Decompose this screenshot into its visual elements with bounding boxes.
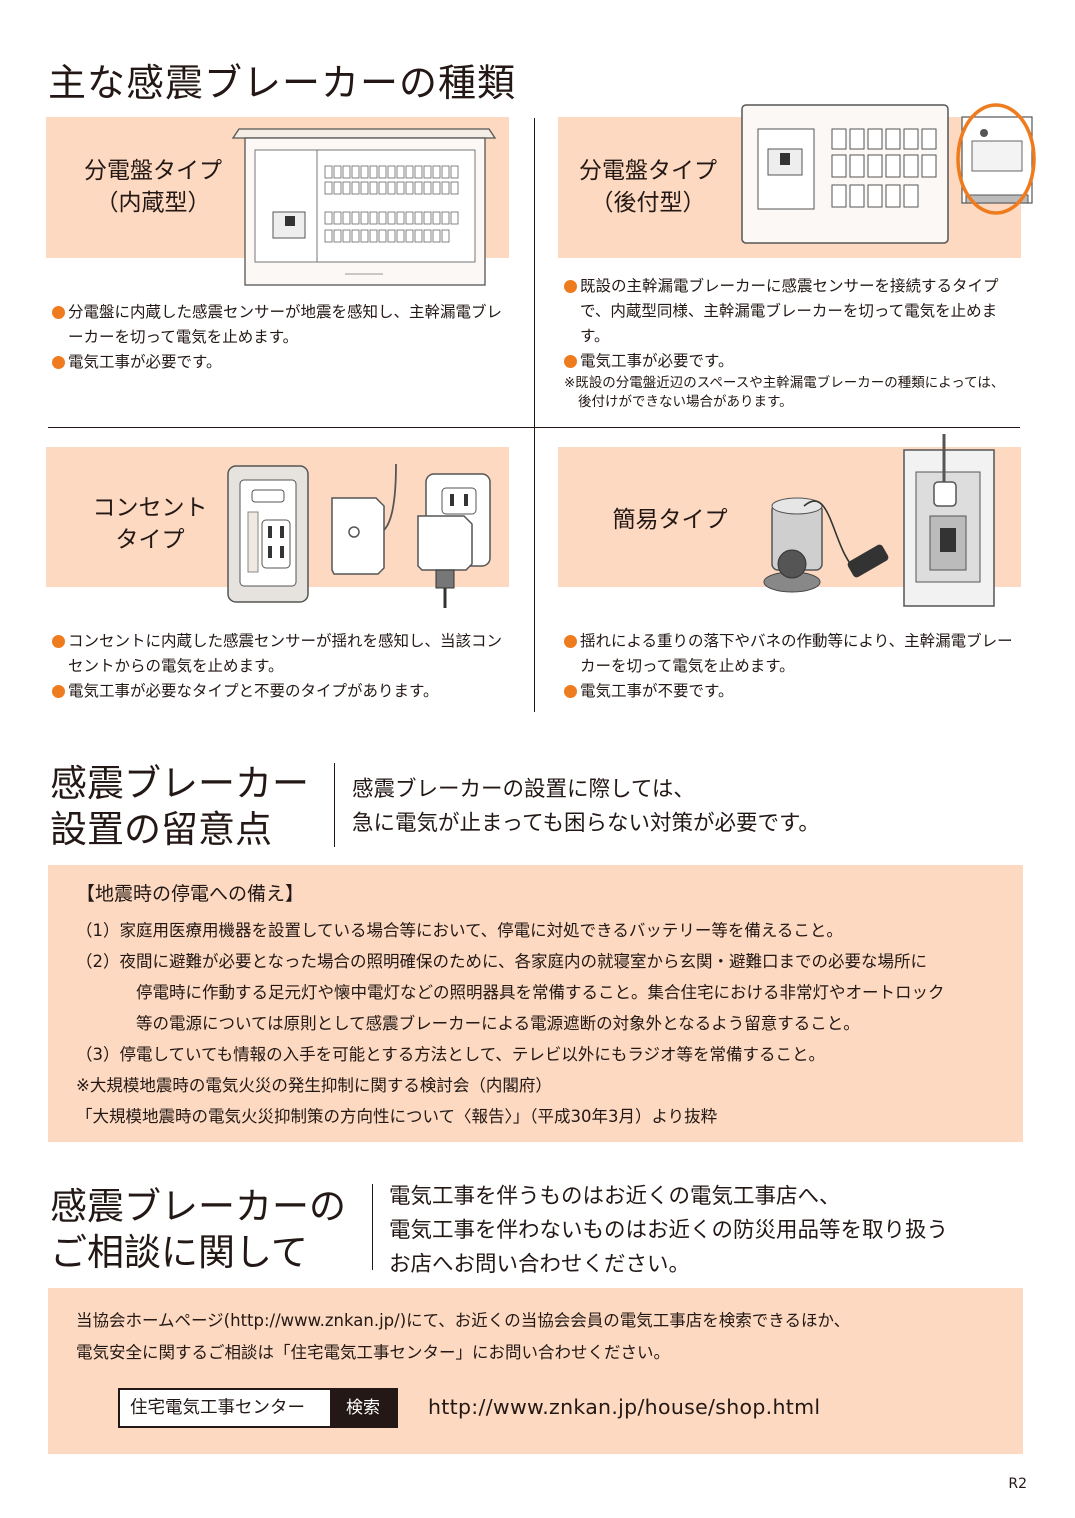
simple-weight-breaker-icon bbox=[763, 434, 995, 607]
section2-title-divider bbox=[334, 763, 335, 847]
outlet-sensor-icon bbox=[227, 463, 491, 608]
list-item: （2）夜間に避難が必要となった場合の照明確保のために、各家庭内の就寝室から玄関・… bbox=[76, 952, 928, 971]
search-button[interactable]: 検索 bbox=[330, 1390, 396, 1426]
source-note: ※大規模地震時の電気火災の発生抑制に関する検討会（内閣府） bbox=[76, 1076, 552, 1095]
type-outlet-label: コンセント タイプ bbox=[92, 495, 208, 553]
list-item: 停電時に作動する足元灯や懐中電灯などの照明器具を常備すること。集合住宅における非… bbox=[136, 983, 945, 1002]
grid-horizontal-divider bbox=[48, 427, 1020, 428]
distribution-board-retrofit-icon bbox=[741, 103, 1036, 244]
type-retrofit-label: 分電盤タイプ （後付型） bbox=[579, 158, 717, 216]
type-outlet-description: コンセントに内蔵した感震センサーが揺れを感知し、当該コンセントからの電気を止めま… bbox=[52, 629, 512, 704]
list-item: 揺れによる重りの落下やバネの作動等により、主幹漏電ブレーカーを切って電気を止めま… bbox=[564, 629, 1014, 679]
search-box[interactable]: 住宅電気工事センター 検索 bbox=[118, 1388, 398, 1428]
page-title: 主な感震ブレーカーの種類 bbox=[48, 61, 517, 105]
type-simple-description: 揺れによる重りの落下やバネの作動等により、主幹漏電ブレーカーを切って電気を止めま… bbox=[564, 629, 1014, 704]
consultation-subtitle: 電気工事を伴うものはお近くの電気工事店へ、 電気工事を伴わないものはお近くの防災… bbox=[389, 1184, 949, 1277]
list-item: （3）停電していても情報の入手を可能とする方法として、テレビ以外にもラジオ等を常… bbox=[76, 1045, 826, 1064]
list-item: 電気工事が必要です。 bbox=[564, 349, 1014, 374]
type-builtin-description: 分電盤に内蔵した感震センサーが地震を感知し、主幹漏電ブレーカーを切って電気を止め… bbox=[52, 300, 502, 375]
installation-notes-title: 感震ブレーカー 設置の留意点 bbox=[50, 762, 309, 851]
list-item: 電気工事が必要なタイプと不要のタイプがあります。 bbox=[52, 679, 512, 704]
list-item: 等の電源については原則として感震ブレーカーによる電源遮断の対象外となるよう留意す… bbox=[136, 1014, 860, 1033]
list-item: 電気工事が不要です。 bbox=[564, 679, 1014, 704]
installation-notes-subtitle: 感震ブレーカーの設置に際しては、 急に電気が止まっても困らない対策が必要です。 bbox=[352, 777, 820, 836]
type-builtin-label: 分電盤タイプ （内蔵型） bbox=[84, 158, 222, 216]
consultation-title: 感震ブレーカーの ご相談に関して bbox=[50, 1185, 346, 1274]
list-item: 電気工事が必要です。 bbox=[52, 350, 502, 375]
type-retrofit-description: 既設の主幹漏電ブレーカーに感震センサーを接続するタイプで、内蔵型同様、主幹漏電ブ… bbox=[564, 274, 1014, 412]
distribution-board-builtin-icon bbox=[231, 128, 497, 286]
list-item: 分電盤に内蔵した感震センサーが地震を感知し、主幹漏電ブレーカーを切って電気を止め… bbox=[52, 300, 502, 350]
power-outage-preparation-box: 【地震時の停電への備え】 （1）家庭用医療用機器を設置している場合等において、停… bbox=[48, 865, 1023, 1142]
grid-vertical-divider bbox=[534, 118, 535, 712]
type-simple-label: 簡易タイプ bbox=[612, 507, 728, 533]
search-input[interactable]: 住宅電気工事センター bbox=[130, 1398, 305, 1418]
list-item: 既設の主幹漏電ブレーカーに感震センサーを接続するタイプで、内蔵型同様、主幹漏電ブ… bbox=[564, 274, 1014, 349]
section3-title-divider bbox=[372, 1184, 373, 1270]
shop-search-url-link[interactable]: http://www.znkan.jp/house/shop.html bbox=[428, 1395, 821, 1419]
consultation-info-text: 当協会ホームページ(http://www.znkan.jp/)にて、お近くの当協… bbox=[76, 1311, 851, 1362]
list-item: （1）家庭用医療用機器を設置している場合等において、停電に対処できるバッテリー等… bbox=[76, 921, 843, 940]
list-item: コンセントに内蔵した感震センサーが揺れを感知し、当該コンセントからの電気を止めま… bbox=[52, 629, 512, 679]
source-note: 「大規模地震時の電気火災抑制策の方向性について〈報告〉」（平成30年3月）より抜… bbox=[76, 1107, 718, 1126]
retrofit-note: ※既設の分電盤近辺のスペースや主幹漏電ブレーカーの種類によっては、後付けができな… bbox=[564, 375, 1005, 410]
preparation-heading: 【地震時の停電への備え】 bbox=[76, 883, 305, 905]
page-number: R2 bbox=[1008, 1476, 1027, 1492]
